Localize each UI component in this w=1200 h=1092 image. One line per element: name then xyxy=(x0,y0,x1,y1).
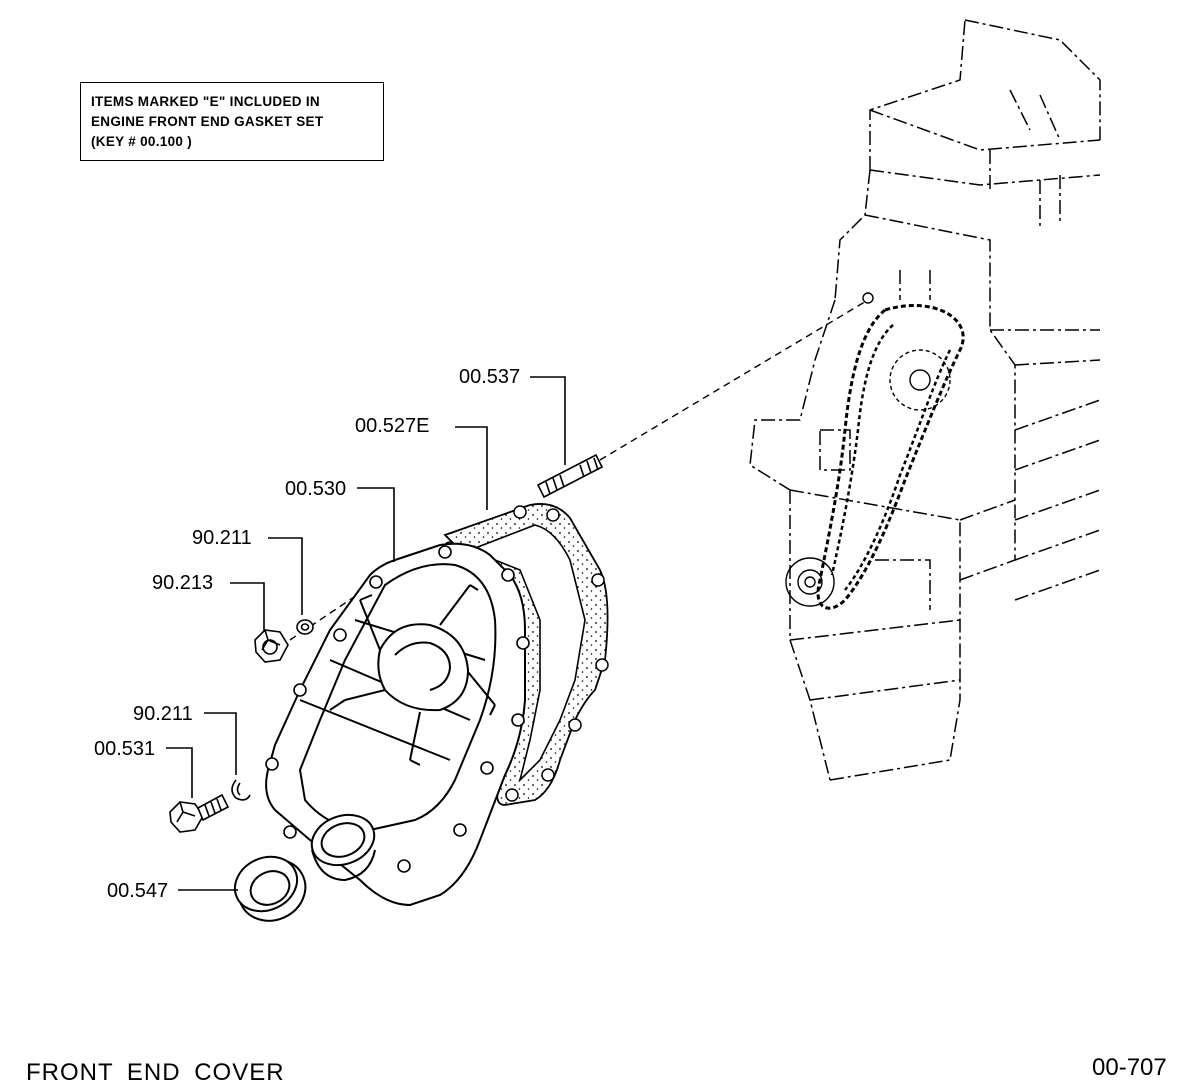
note-line-3: (KEY # 00.100 ) xyxy=(91,134,193,149)
stud-hole-marker xyxy=(862,292,874,304)
gasket-set-note: ITEMS MARKED "E" INCLUDED IN ENGINE FRON… xyxy=(80,82,384,161)
leader-nut xyxy=(230,582,265,632)
engine-block-outline xyxy=(749,19,1101,781)
nut xyxy=(254,629,289,663)
front-cover-gasket xyxy=(443,503,609,806)
leader-stud xyxy=(530,376,566,465)
front-cover xyxy=(265,542,526,907)
leader-lines xyxy=(166,376,566,891)
leader-cover xyxy=(357,487,395,562)
callout-nut: 90.213 xyxy=(152,572,214,594)
oil-seal xyxy=(233,855,307,922)
bolt xyxy=(169,793,230,833)
callout-washer-upper: 90.211 xyxy=(192,527,252,549)
callout-washer-lower: 90.211 xyxy=(133,703,193,725)
note-line-1: ITEMS MARKED "E" INCLUDED IN xyxy=(91,94,320,109)
timing-chain xyxy=(785,304,965,610)
front-cover-bolt-holes xyxy=(265,545,530,873)
leader-bolt xyxy=(166,747,193,798)
callout-seal: 00.547 xyxy=(107,880,169,902)
note-line-2: ENGINE FRONT END GASKET SET xyxy=(91,114,324,129)
callout-gasket: 00.527E xyxy=(355,415,430,437)
leader-washer-upper xyxy=(268,537,303,615)
leader-gasket xyxy=(455,426,488,510)
callout-bolt: 00.531 xyxy=(94,738,156,760)
page-code: 00-707 xyxy=(1092,1054,1167,1081)
stud xyxy=(536,453,604,499)
lock-washer-lower xyxy=(231,779,251,801)
callout-stud: 00.537 xyxy=(459,366,521,388)
leader-washer-lower xyxy=(204,712,237,775)
page-title: FRONT END COVER xyxy=(26,1059,285,1086)
callout-cover: 00.530 xyxy=(285,478,347,500)
lock-washer-upper xyxy=(296,619,314,635)
